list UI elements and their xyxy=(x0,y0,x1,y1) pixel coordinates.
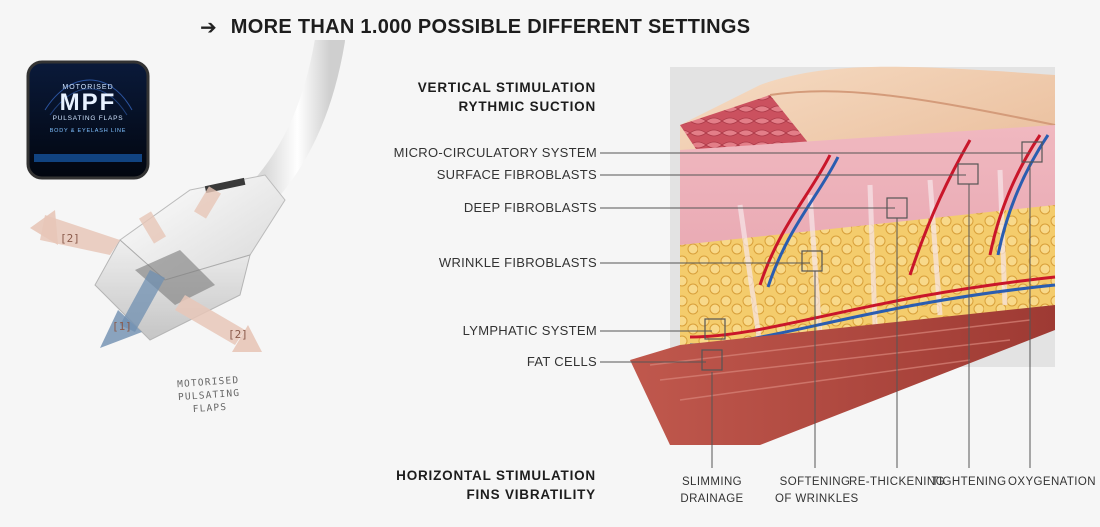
badge-line-1: MOTORISED xyxy=(62,84,114,91)
page-title: MORE THAN 1.000 POSSIBLE DIFFERENT SETTI… xyxy=(230,15,751,38)
right-arrow-icon: ➔ xyxy=(200,15,217,39)
label-lymphatic-system: LYMPHATIC SYSTEM xyxy=(462,323,597,338)
device-illustration xyxy=(26,40,345,352)
horizontal-stimulation-header: HORIZONTAL STIMULATION FINS VIBRATILITY xyxy=(396,468,596,502)
label-wrinkle-fibroblasts: WRINKLE FIBROBLASTS xyxy=(438,255,597,270)
effect-oxygenation: OXYGENATION xyxy=(1008,476,1096,488)
flap-label-left: [2] xyxy=(60,232,80,245)
effect-softening-wrinkles: SOFTENING OF WRINKLES xyxy=(775,476,859,505)
effect-slimming-drainage: SLIMMING DRAINAGE xyxy=(680,476,744,505)
effect-tightening: TIGHTENING xyxy=(931,476,1007,488)
flap-label-bottom: [1] xyxy=(112,320,132,333)
label-surface-fibroblasts: SURFACE FIBROBLASTS xyxy=(436,167,597,182)
header: ➔ MORE THAN 1.000 POSSIBLE DIFFERENT SET… xyxy=(200,12,750,42)
mpf-badge-text: MOTORISED MPF PULSATING FLAPS BODY & EYE… xyxy=(32,84,144,134)
vertical-stimulation-header: VERTICAL STIMULATION RYTHMIC SUCTION xyxy=(417,80,596,114)
label-fat-cells: FAT CELLS xyxy=(526,354,597,369)
badge-line-2: MPF xyxy=(59,89,117,116)
mpf-badge xyxy=(26,60,150,180)
label-micro-circulatory: MICRO-CIRCULATORY SYSTEM xyxy=(393,145,597,160)
label-deep-fibroblasts: DEEP FIBROBLASTS xyxy=(463,200,597,215)
effect-re-thickening: RE-THICKENING xyxy=(849,476,945,488)
badge-line-4: BODY & EYELASH LINE xyxy=(49,128,127,134)
badge-line-3: PULSATING FLAPS xyxy=(52,115,124,122)
flap-label-right: [2] xyxy=(228,328,248,341)
skin-cross-section xyxy=(630,66,1056,445)
